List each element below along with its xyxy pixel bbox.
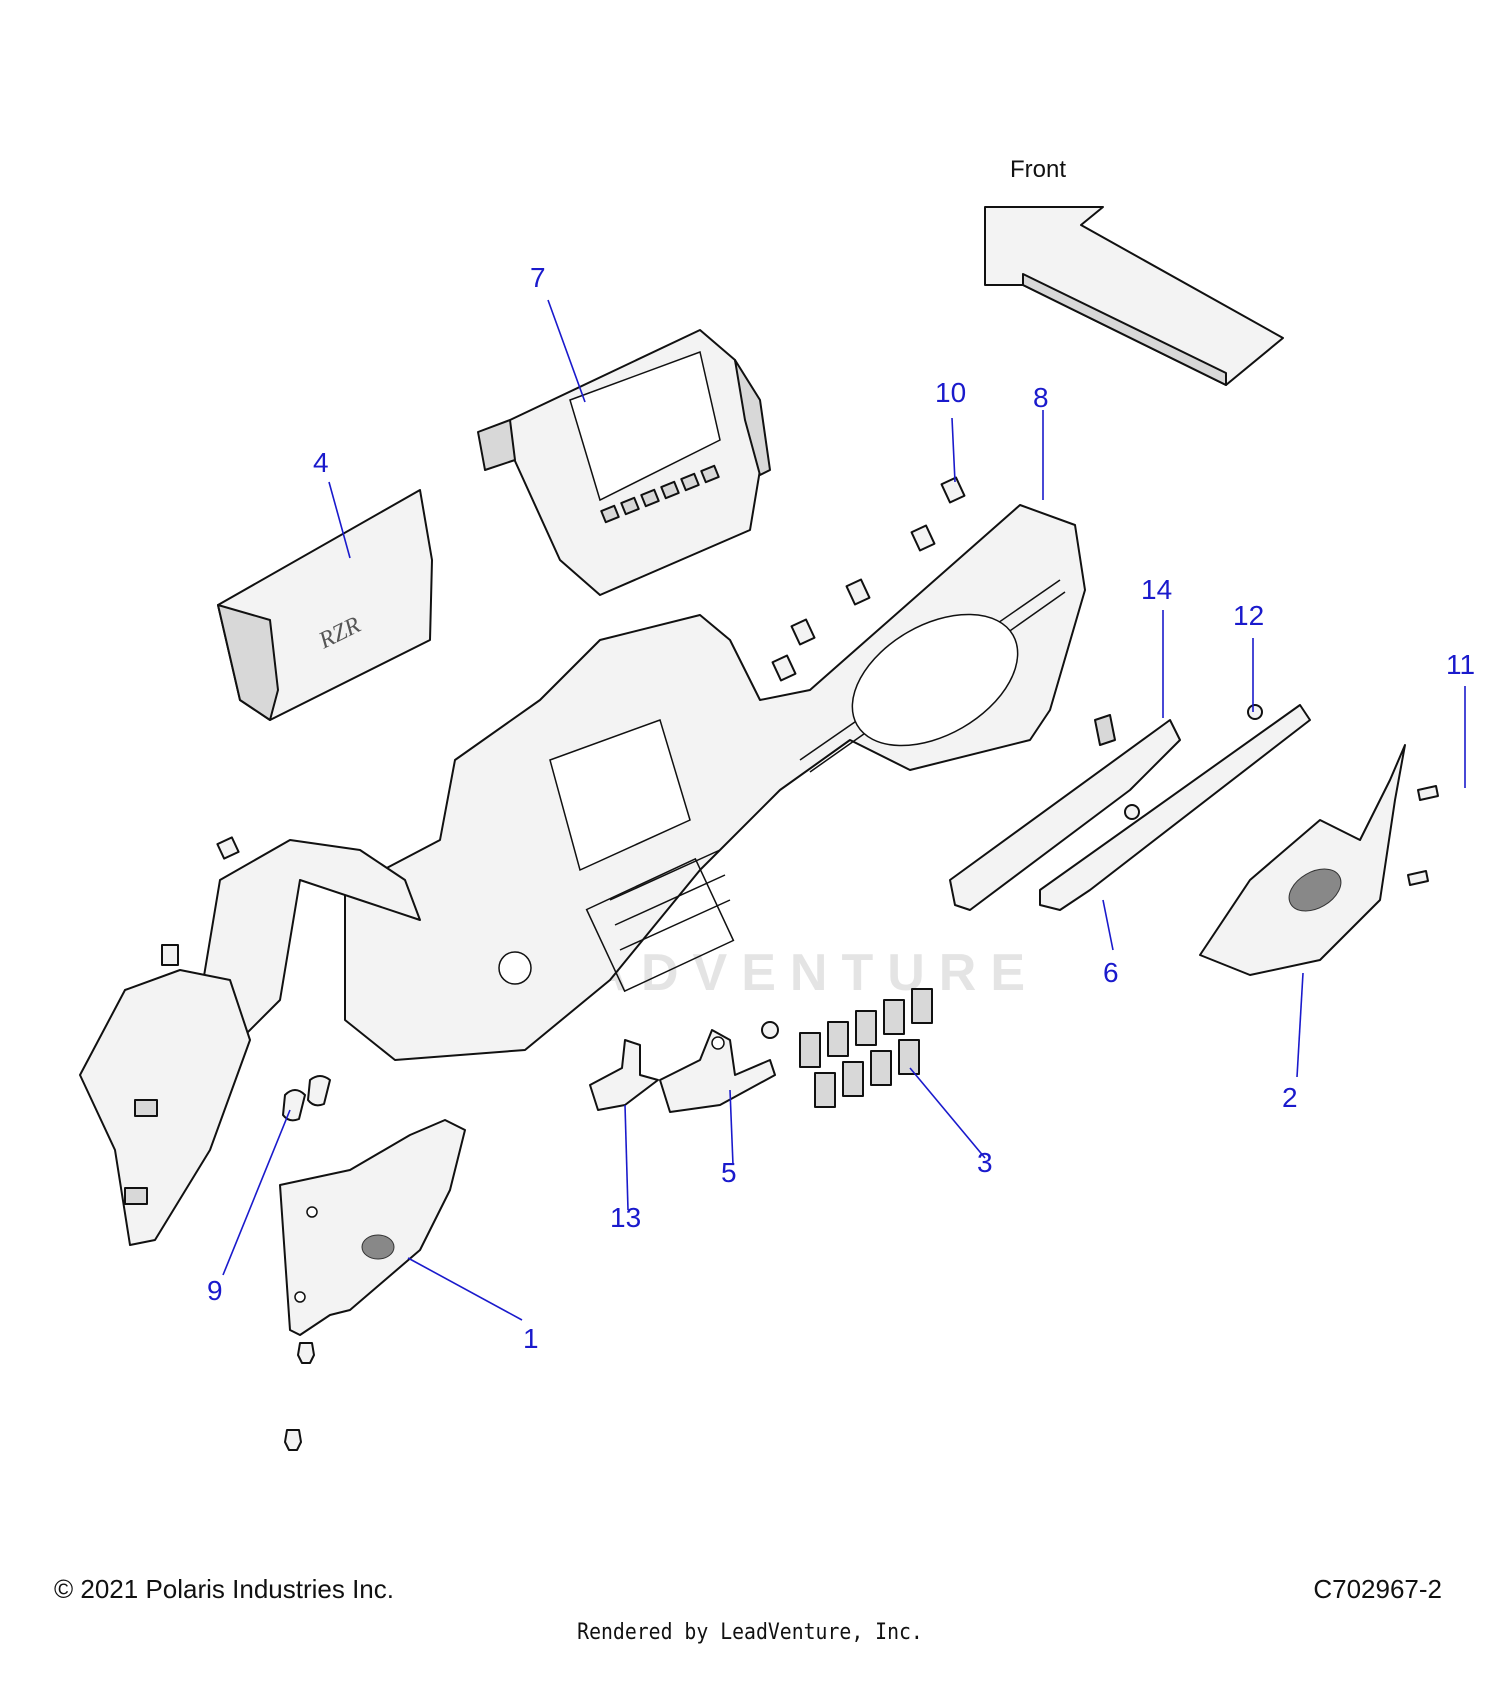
screw-left-b — [284, 1429, 302, 1451]
part-9-trim-pieces — [282, 1075, 331, 1122]
bracket-5-hole — [711, 1036, 725, 1050]
callout-1: 1 — [523, 1323, 539, 1354]
trim-rail-6-nut-2 — [1124, 804, 1140, 820]
part-10-clips — [161, 476, 966, 966]
trim-rail-14-tab — [1094, 714, 1116, 746]
leader-2 — [1296, 972, 1304, 1078]
leader-3 — [909, 1067, 986, 1159]
dash-key-hole — [498, 951, 532, 985]
blank-7 — [842, 1061, 864, 1097]
bracket-5-nut — [761, 1021, 779, 1039]
copyright-notice: © 2021 Polaris Industries Inc. — [54, 1574, 394, 1604]
bezel-buttons — [600, 464, 720, 524]
callout-8: 8 — [1033, 382, 1049, 413]
blank-3 — [855, 1010, 877, 1046]
callout-13: 13 — [610, 1202, 641, 1233]
screw-left-a — [297, 1342, 315, 1364]
left-bracket-frame — [79, 969, 251, 1246]
callout-9: 9 — [207, 1275, 223, 1306]
clip-bracket-13 — [589, 1039, 659, 1111]
callout-11: 11 — [1446, 649, 1475, 680]
blank-2 — [827, 1021, 849, 1057]
callout-leaders — [222, 299, 1466, 1321]
screw-11b — [1407, 870, 1429, 886]
front-arrow-shape — [984, 206, 1284, 386]
left-cover-body — [279, 1119, 466, 1336]
trim-rail-6 — [1039, 704, 1311, 911]
leader-7 — [547, 299, 586, 403]
blank-6 — [814, 1072, 836, 1108]
trim-rail-14 — [949, 719, 1181, 911]
callout-5: 5 — [721, 1157, 737, 1188]
right-cover-body — [1199, 744, 1406, 976]
clip-10a — [940, 476, 966, 504]
blank-5 — [911, 988, 933, 1024]
part-6-trim-rail — [1039, 704, 1311, 911]
callout-6: 6 — [1103, 957, 1119, 988]
leader-4 — [328, 481, 351, 559]
blank-4 — [883, 999, 905, 1035]
callout-14: 14 — [1141, 574, 1172, 605]
bezel-screen-opening — [569, 351, 721, 502]
right-cover-speaker-grille — [1288, 868, 1342, 912]
leader-1 — [407, 1257, 523, 1321]
part-7-display-bezel — [477, 329, 771, 596]
leader-9 — [222, 1109, 291, 1276]
part-5-bracket — [659, 1021, 779, 1113]
callout-10: 10 — [935, 377, 966, 408]
rendered-by-credit: Rendered by LeadVenture, Inc. — [577, 1620, 923, 1645]
dash-right-gauge-opening — [851, 613, 1019, 747]
leader-5 — [729, 1089, 734, 1166]
part-1-left-cover — [279, 1119, 466, 1336]
dash-switch-grid — [585, 849, 735, 993]
bezel-side-tab — [734, 359, 771, 476]
front-arrow: Front — [984, 156, 1284, 386]
trim-rail-6-nut — [1247, 704, 1263, 720]
front-arrow-edge — [1022, 273, 1227, 386]
clip-10b — [910, 524, 936, 552]
callout-4: 4 — [313, 447, 329, 478]
clip-10f — [216, 836, 240, 860]
bezel-left-tab — [477, 419, 516, 471]
blank-8 — [870, 1050, 892, 1086]
loose-screws — [284, 1342, 315, 1451]
clip-10d — [790, 618, 816, 646]
leader-6 — [1102, 899, 1114, 951]
blank-1 — [799, 1032, 821, 1068]
callout-3: 3 — [977, 1147, 993, 1178]
part-8-dash-panel — [344, 504, 1086, 1061]
leader-13 — [624, 1104, 629, 1211]
callout-labels: 7 10 8 4 14 12 11 6 2 3 5 13 9 1 — [207, 262, 1475, 1354]
left-bracket-clip-upper — [134, 1099, 158, 1117]
dash-display-cutout — [549, 719, 691, 872]
part-13-clip-bracket — [589, 1039, 659, 1111]
clip-10e — [771, 654, 797, 682]
callout-12: 12 — [1233, 600, 1264, 631]
left-cover-speaker-grille — [361, 1234, 395, 1260]
part-14-trim-rail — [949, 714, 1181, 911]
glovebox-door-handle — [217, 604, 279, 721]
leader-10 — [951, 417, 956, 483]
callout-2: 2 — [1282, 1082, 1298, 1113]
part-2-right-cover — [1199, 744, 1406, 976]
left-cover-hole-upper — [306, 1206, 318, 1218]
left-cover-hole-lower — [294, 1291, 306, 1303]
front-label: Front — [1010, 156, 1066, 183]
clip-10c — [845, 578, 871, 606]
part-8-left-bracket — [79, 839, 421, 1246]
part-3-switch-blanks — [799, 988, 933, 1108]
callout-7: 7 — [530, 262, 546, 293]
bracket-5 — [659, 1029, 776, 1113]
part-4-glove-box-door: RZR — [217, 489, 433, 721]
left-bracket-clip-lower — [124, 1187, 148, 1205]
blank-9 — [898, 1039, 920, 1075]
drawing-number: C702967-2 — [1313, 1574, 1442, 1604]
trim-piece-9b — [307, 1075, 331, 1107]
screw-11a — [1417, 785, 1439, 801]
trim-piece-9a — [282, 1089, 306, 1122]
clip-10g — [161, 944, 179, 966]
part-11-screws — [1407, 785, 1439, 886]
